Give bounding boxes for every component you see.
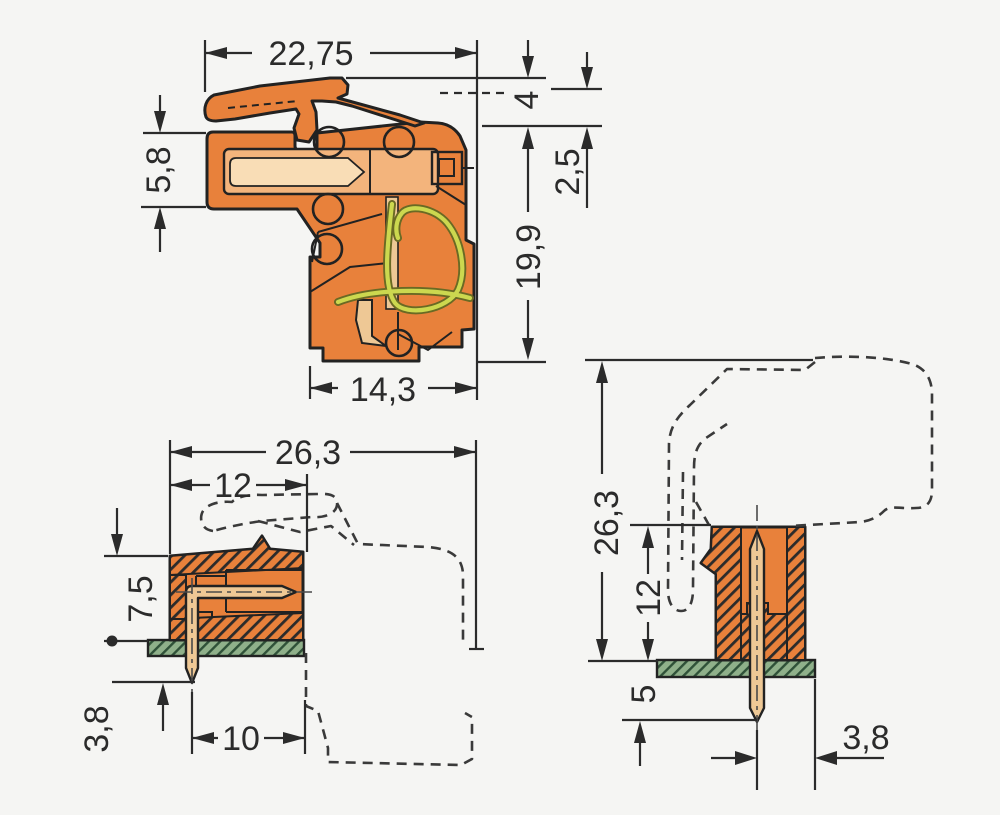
pcb-vertical-view [655,658,817,679]
dim-header-height: 12 [630,523,711,661]
dim-wire-entry-height: 5,8 [140,95,206,252]
dim-label-total-height: 26,3 [588,490,626,556]
header-left-wall [169,574,187,620]
dim-total-depth: 26,3 [168,434,484,651]
dim-pin-protrusion-vertical: 5 [622,685,757,766]
vertical-header-right-wall [786,526,806,661]
dim-label-header-depth: 12 [214,467,252,505]
dim-pin-to-housing: 10 [190,692,307,758]
dim-latch-height: 4 [346,40,602,128]
view-angled-on-pcb [146,492,474,767]
mold-holes [310,125,416,358]
header-top-wall [169,534,304,577]
dim-label-height-above-pcb: 7,5 [122,575,160,622]
pcb-horizontal [146,638,306,658]
dim-label-pin-to-board-edge: 3,8 [842,719,889,757]
dim-total-height: 26,3 [585,358,813,663]
dim-height-above-pcb: 7,5 [104,508,168,647]
dim-pin-protrusion-angled: 3,8 [78,680,195,753]
dim-label-total-width: 22,75 [268,35,353,73]
dim-label-total-depth: 26,3 [275,434,341,472]
dim-label-body-height: 19,9 [510,224,548,290]
dim-body-depth: 14,3 [308,366,477,409]
dim-label-header-height: 12 [630,579,668,617]
dim-latch-travel: 2,5 [549,52,602,208]
dim-label-latch-height: 4 [508,91,546,110]
dim-body-height: 19,9 [477,127,548,364]
wire-funnel [229,157,366,187]
dimensions-vertical-on-pcb: 26,3 12 5 3,8 [585,358,890,790]
dim-total-width: 22,75 [203,35,479,400]
view-side-connector [203,76,476,363]
view-vertical-on-pcb [655,355,934,737]
dim-label-wire-entry-height: 5,8 [140,146,178,193]
contact-hook [354,299,387,347]
vertical-header-left-wall [699,526,742,661]
latch-lever [203,76,426,144]
test-port-inner [438,158,455,177]
mating-connector-dashed [199,492,474,767]
dim-header-depth: 12 [170,467,309,552]
dimensions-angled-on-pcb: 26,3 12 7,5 3,8 [78,434,484,758]
mating-connector-dashed-vertical [666,355,934,613]
header-bottom-wall [169,611,304,641]
dim-label-pin-protrusion-vertical: 5 [625,685,663,704]
dim-pin-to-board-edge: 3,8 [711,679,890,790]
dim-label-body-depth: 14,3 [350,371,416,409]
clamp-spring [334,200,474,315]
dim-label-pin-to-housing: 10 [222,720,260,758]
dim-label-pin-protrusion-angled: 3,8 [78,705,116,752]
dimensions-side-view: 22,75 4 2,5 19,9 [140,35,602,409]
mold-lines [309,185,467,352]
dim-label-latch-travel: 2,5 [549,148,587,195]
